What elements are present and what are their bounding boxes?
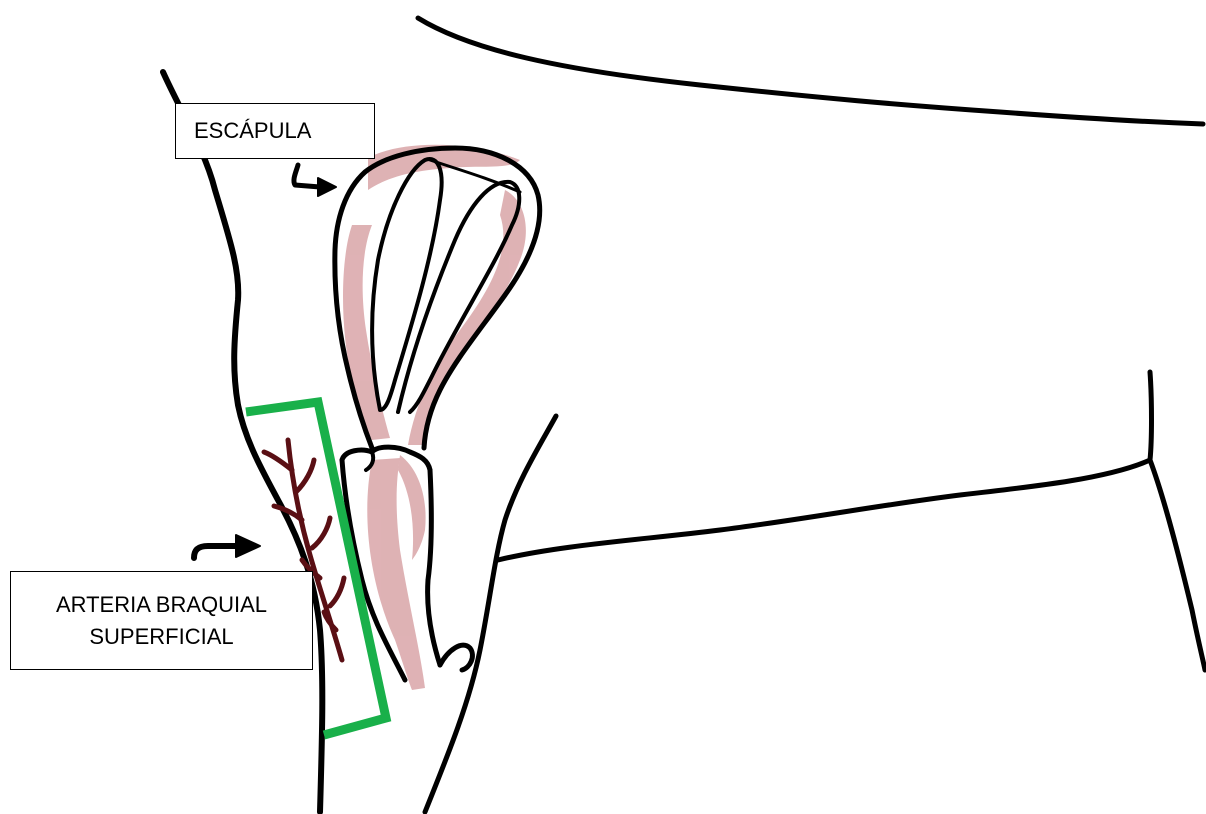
artery-label-line1: ARTERIA BRAQUIAL <box>56 589 267 621</box>
elbow-curl <box>440 645 472 670</box>
artery-arrow-head <box>236 535 260 557</box>
humerus-shading-right <box>398 455 426 560</box>
artery-arrow <box>194 535 260 558</box>
artery-label: ARTERIA BRAQUIAL SUPERFICIAL <box>10 571 313 670</box>
artery-arrow-shaft <box>194 546 240 558</box>
chest-line <box>498 460 1150 560</box>
scapula-label: ESCÁPULA <box>175 103 375 159</box>
artery-branch-4 <box>312 518 330 548</box>
scapula-arrow <box>294 165 336 196</box>
artery-branch-2 <box>296 460 314 492</box>
scapula-arrow-head <box>318 178 336 196</box>
back-line <box>418 18 1203 124</box>
leg-back-line <box>425 416 556 812</box>
humerus-right-edge <box>428 470 440 665</box>
scapula-label-text: ESCÁPULA <box>194 118 311 144</box>
belly-line <box>1150 372 1205 670</box>
scapula-arrow-shaft <box>294 165 320 187</box>
artery-branch-6 <box>330 578 344 606</box>
artery-label-line2: SUPERFICIAL <box>89 621 233 653</box>
